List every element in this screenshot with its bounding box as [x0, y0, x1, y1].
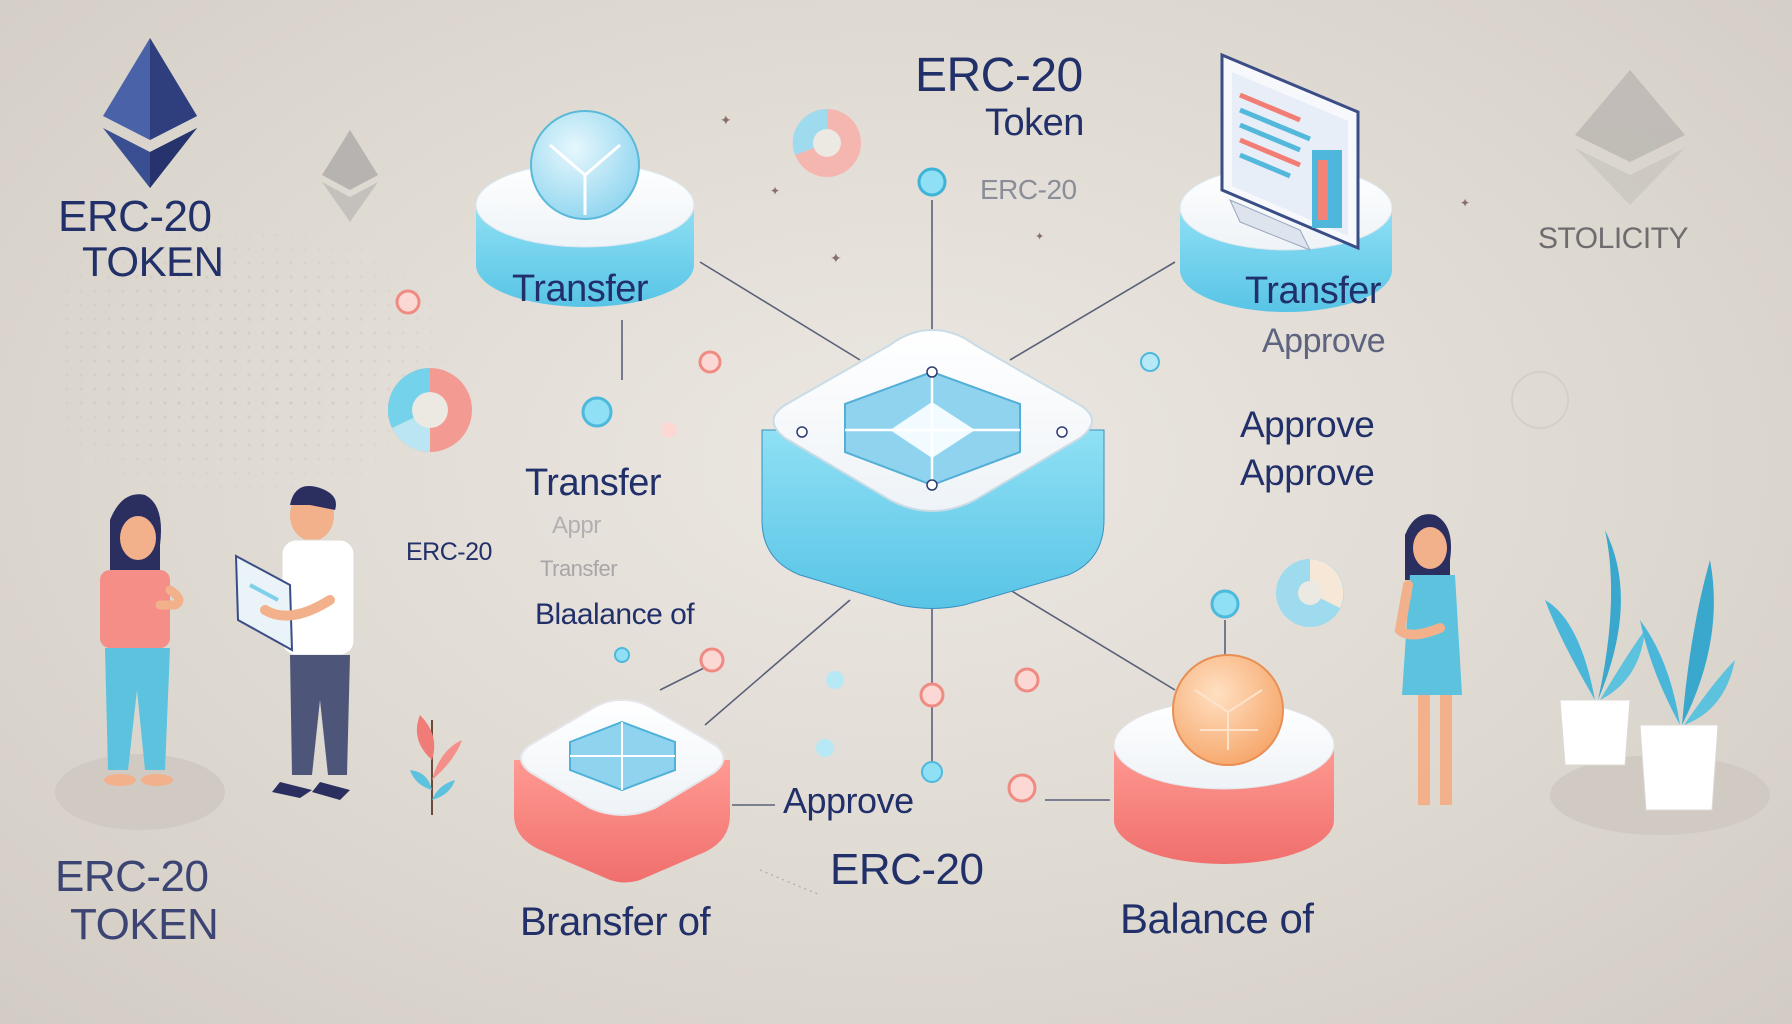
ethereum-icon — [103, 38, 197, 188]
approve-label-1: Approve — [1240, 404, 1375, 445]
top-erc20-small: ERC-20 — [980, 174, 1077, 205]
pie-chart-icon — [792, 108, 861, 177]
plant-icon — [1545, 530, 1770, 835]
person-icon — [55, 494, 225, 830]
node-top-left-label: Transfer — [512, 268, 649, 310]
document-icon — [234, 554, 294, 652]
dot-grid-background — [60, 200, 480, 520]
bottom-left-title-token: TOKEN — [70, 900, 219, 949]
svg-text:✦: ✦ — [770, 184, 780, 198]
mid-transfer-label: Transfer — [525, 462, 662, 504]
balance-node-bottom-right[interactable] — [1113, 654, 1335, 864]
left-title-erc20: ERC-20 — [58, 192, 212, 241]
mid-erc20-label: ERC-20 — [406, 538, 492, 566]
pie-chart-icon — [387, 367, 472, 453]
ethereum-icon — [322, 130, 378, 222]
mid-balance-label: Blaalance of — [535, 598, 695, 631]
person-icon — [234, 486, 355, 800]
approve-label-2: Approve — [1240, 452, 1375, 493]
pie-chart-icon — [1276, 559, 1344, 627]
mid-faded-label-1: Appr — [552, 512, 601, 539]
node-top-right-label: Transfer — [1245, 270, 1382, 312]
right-top-label: STOLICITY — [1538, 222, 1688, 255]
decorative-dots — [395, 167, 1569, 803]
left-title-token: TOKEN — [82, 238, 224, 285]
svg-text:✦: ✦ — [1035, 231, 1044, 243]
mid-faded-label-2: Transfer — [540, 556, 618, 581]
svg-text:✦: ✦ — [830, 250, 842, 266]
plant-icon — [410, 715, 462, 815]
sparkles: ✦ ✦ ✦ ✦ ✦ — [720, 112, 1470, 266]
transfer-node-bottom-left[interactable] — [514, 698, 730, 883]
bottom-erc20-label: ERC-20 — [830, 845, 984, 894]
bottom-approve-label: Approve — [783, 780, 914, 821]
svg-text:✦: ✦ — [1460, 196, 1470, 210]
transfer-node-top-left[interactable] — [475, 110, 695, 307]
transfer-node-top-right[interactable] — [1179, 52, 1393, 312]
person-icon — [1394, 514, 1462, 805]
top-title-erc20: ERC-20 — [915, 49, 1083, 102]
bottom-right-node-label: Balance of — [1120, 895, 1314, 942]
bottom-left-node-label: Bransfer of — [520, 900, 711, 944]
erc20-hub-node[interactable] — [761, 328, 1105, 609]
node-top-right-sub: Approve — [1262, 322, 1386, 360]
ethereum-icon — [1575, 70, 1685, 205]
bottom-left-title-erc20: ERC-20 — [55, 852, 209, 901]
top-title-token: Token — [985, 102, 1084, 144]
svg-text:✦: ✦ — [720, 112, 732, 128]
monitor-icon — [1220, 52, 1360, 251]
